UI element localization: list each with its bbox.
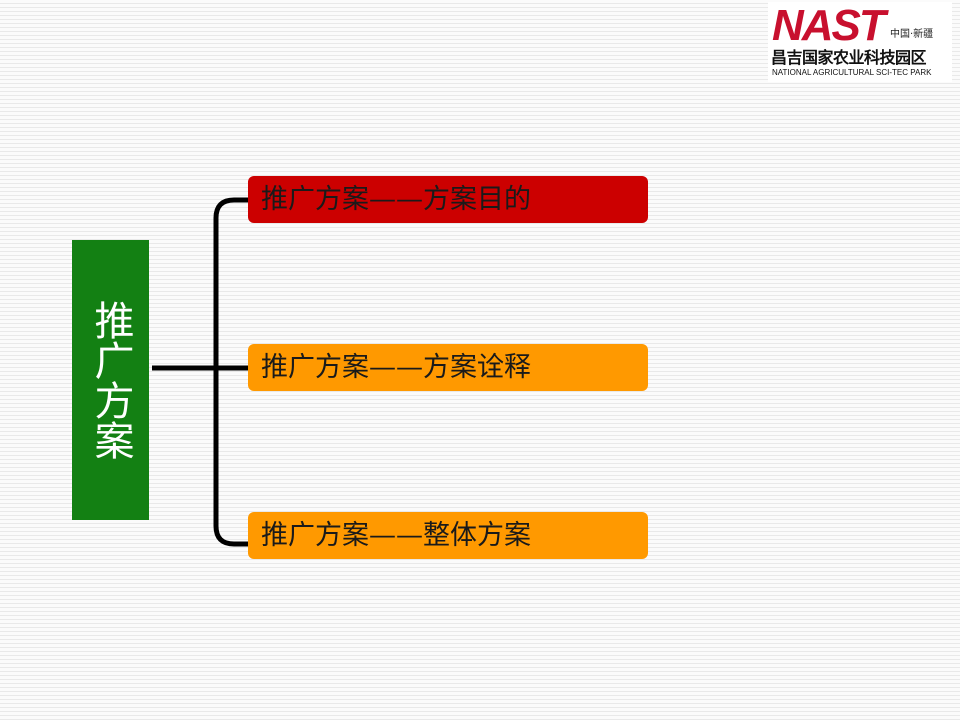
nast-logo: NAST 中国·新疆 昌吉国家农业科技园区 NATIONAL AGRICULTU…	[768, 2, 952, 82]
connector-bracket	[213, 197, 248, 547]
root-node: 推广方案	[72, 240, 149, 520]
branch-node-purpose: 推广方案——方案目的	[248, 176, 648, 223]
branch-node-overall: 推广方案——整体方案	[248, 512, 648, 559]
logo-name-cn: 昌吉国家农业科技园区	[771, 48, 927, 67]
root-node-label: 推广方案	[87, 300, 134, 460]
branch-node-explanation: 推广方案——方案诠释	[248, 344, 648, 391]
logo-name-en: NATIONAL AGRICULTURAL SCI-TEC PARK	[772, 68, 932, 77]
logo-region: 中国·新疆	[890, 29, 934, 40]
logo-mark: NAST	[772, 1, 886, 50]
